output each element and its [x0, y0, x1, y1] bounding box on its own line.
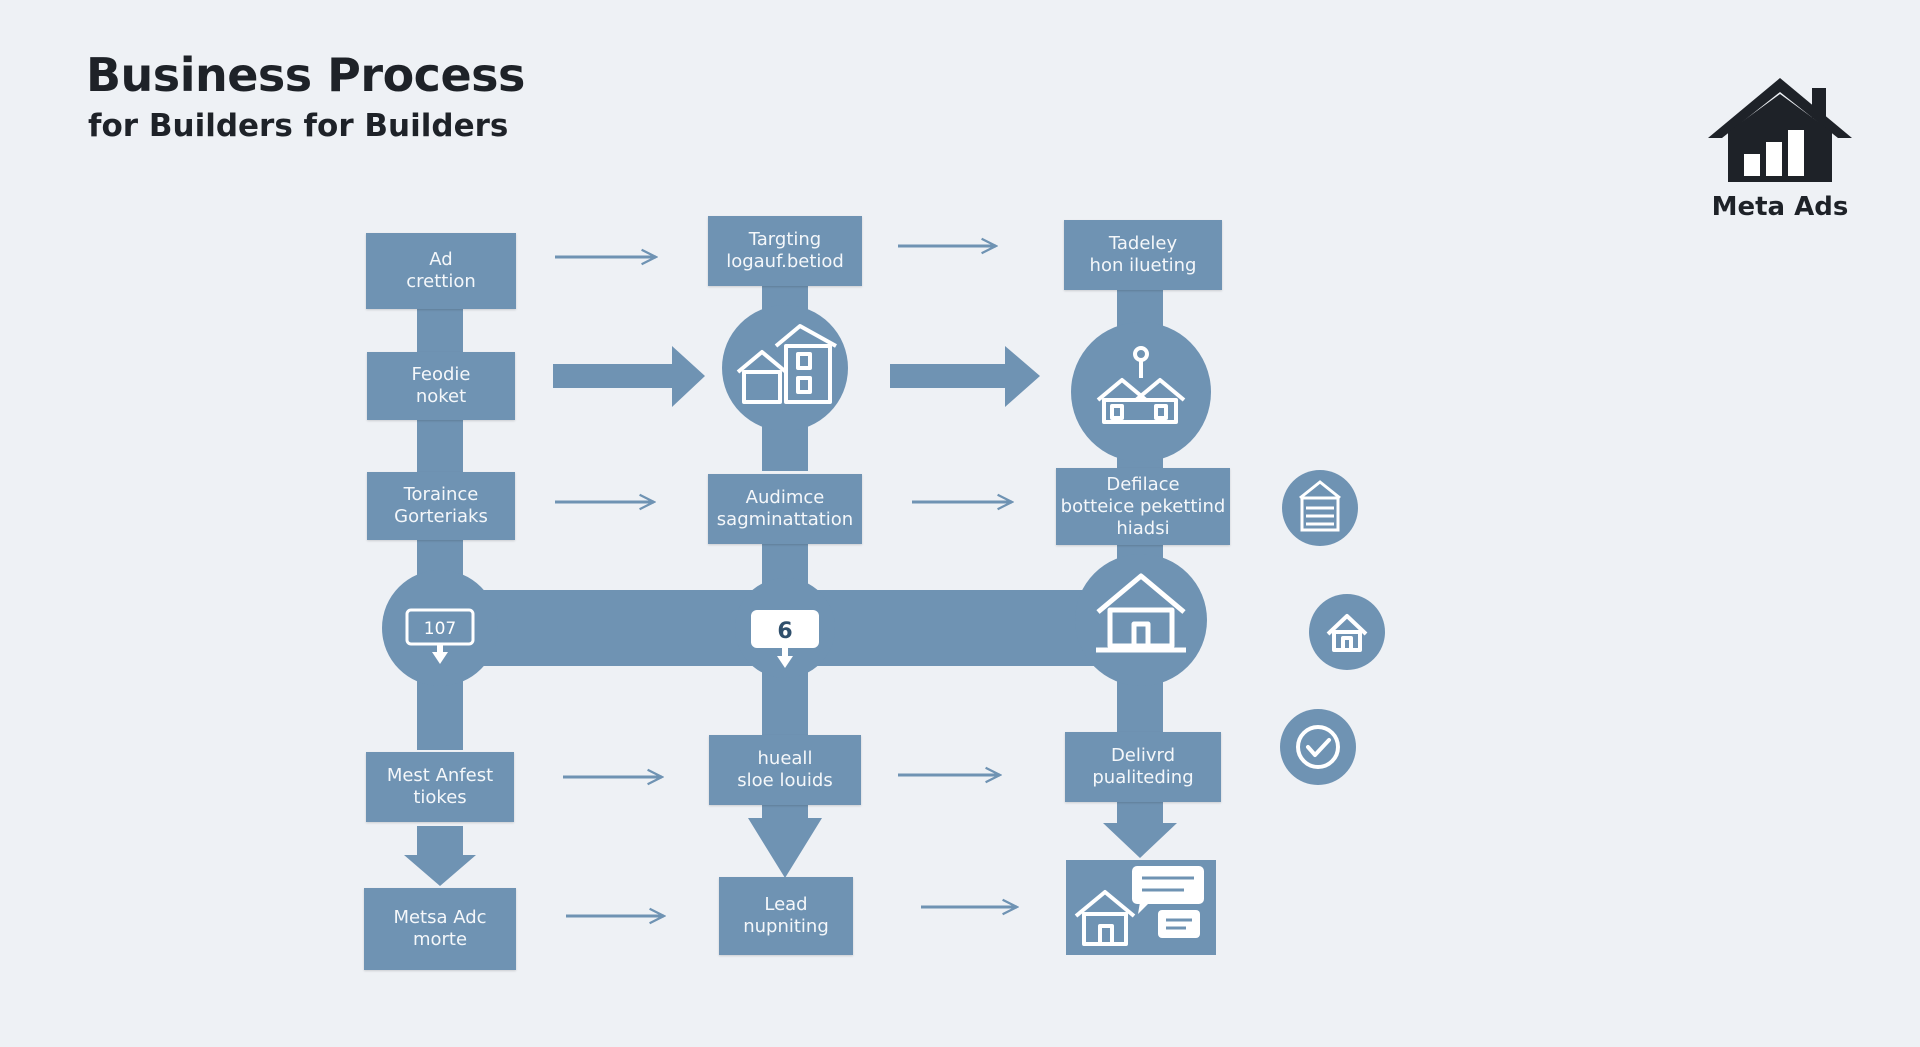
node-feedback: Feodie noket — [367, 352, 515, 420]
thick-arrows — [553, 346, 1040, 407]
step-badge: 6 — [777, 619, 792, 644]
node-deliver-targeting-leads: Defilace botteice pekettind hiadsi — [1056, 468, 1230, 545]
houses-circle — [722, 305, 848, 431]
step-circle: 6 — [735, 578, 835, 678]
node-audience-segmentation: Audimce sagminattation — [708, 474, 862, 544]
chat-icon — [1132, 866, 1204, 938]
check-icon — [1296, 725, 1340, 769]
thick-arrow — [553, 346, 705, 407]
down-arrow — [748, 805, 822, 878]
down-arrows — [404, 802, 1177, 886]
page-title: Business Process — [86, 48, 525, 102]
home-icon — [1096, 573, 1186, 653]
thick-arrow — [890, 346, 1040, 407]
home-side-icon — [1309, 594, 1385, 670]
down-arrow — [1103, 802, 1177, 858]
home-circle — [1075, 554, 1207, 686]
community-icon — [1096, 346, 1186, 424]
connector — [417, 305, 463, 352]
node-tracking: Toraince Gorteriaks — [367, 472, 515, 540]
node-meta-ads: Metsa Adc morte — [364, 888, 516, 970]
building-side-icon — [1282, 470, 1358, 546]
home-icon — [1326, 614, 1368, 652]
node-targeting: Targting logauf.betiod — [708, 216, 862, 286]
house-chart-icon — [1708, 78, 1852, 182]
node-lead-builds: hueall sloe louids — [709, 735, 861, 805]
counter-badge: 107 — [424, 619, 456, 639]
house-icon — [1074, 890, 1136, 946]
meta-ads-logo: Meta Ads — [1700, 70, 1860, 230]
node-meta-interest: Mest Anfest tiokes — [366, 752, 514, 822]
logo-label: Meta Ads — [1711, 192, 1849, 222]
node-ad-creation: Ad crettion — [366, 233, 516, 309]
check-side-icon — [1280, 709, 1356, 785]
page-subtitle: for Builders for Builders — [88, 108, 509, 144]
thin-arrows — [555, 246, 1017, 916]
chat-house-box — [1066, 860, 1216, 955]
connector — [417, 420, 463, 472]
node-delivered-qualified: Delivrd pualiteding — [1065, 732, 1221, 802]
down-arrow — [404, 826, 476, 886]
node-lead-nurturing: Lead nupniting — [719, 877, 853, 955]
community-circle — [1071, 322, 1211, 462]
houses-icon — [736, 324, 837, 404]
counter-circle: 107 — [382, 570, 498, 686]
node-delivery-targeting: Tadeley hon ilueting — [1064, 220, 1222, 290]
building-icon — [1299, 480, 1341, 532]
